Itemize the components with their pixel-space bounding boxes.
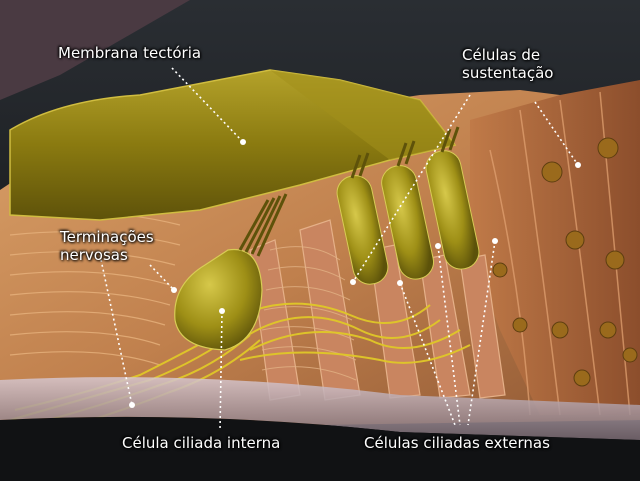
label-celula-ciliada-interna: Célula ciliada interna <box>122 434 280 452</box>
label-terminacoes-nervosas: Terminações nervosas <box>60 228 154 264</box>
label-celulas-sustentacao-line2: sustentação <box>462 64 553 82</box>
label-terminacoes-line1: Terminações <box>60 228 154 246</box>
label-celulas-sustentacao-line1: Células de <box>462 46 553 64</box>
label-membrana-tectoria: Membrana tectória <box>58 44 201 62</box>
label-celulas-ciliadas-externas: Células ciliadas externas <box>364 434 550 452</box>
label-terminacoes-line2: nervosas <box>60 246 154 264</box>
label-celulas-sustentacao: Células de sustentação <box>462 46 553 82</box>
label-membrana-tectoria-text: Membrana tectória <box>58 44 201 62</box>
label-celula-ciliada-interna-text: Célula ciliada interna <box>122 434 280 452</box>
label-celulas-ciliadas-externas-text: Células ciliadas externas <box>364 434 550 452</box>
